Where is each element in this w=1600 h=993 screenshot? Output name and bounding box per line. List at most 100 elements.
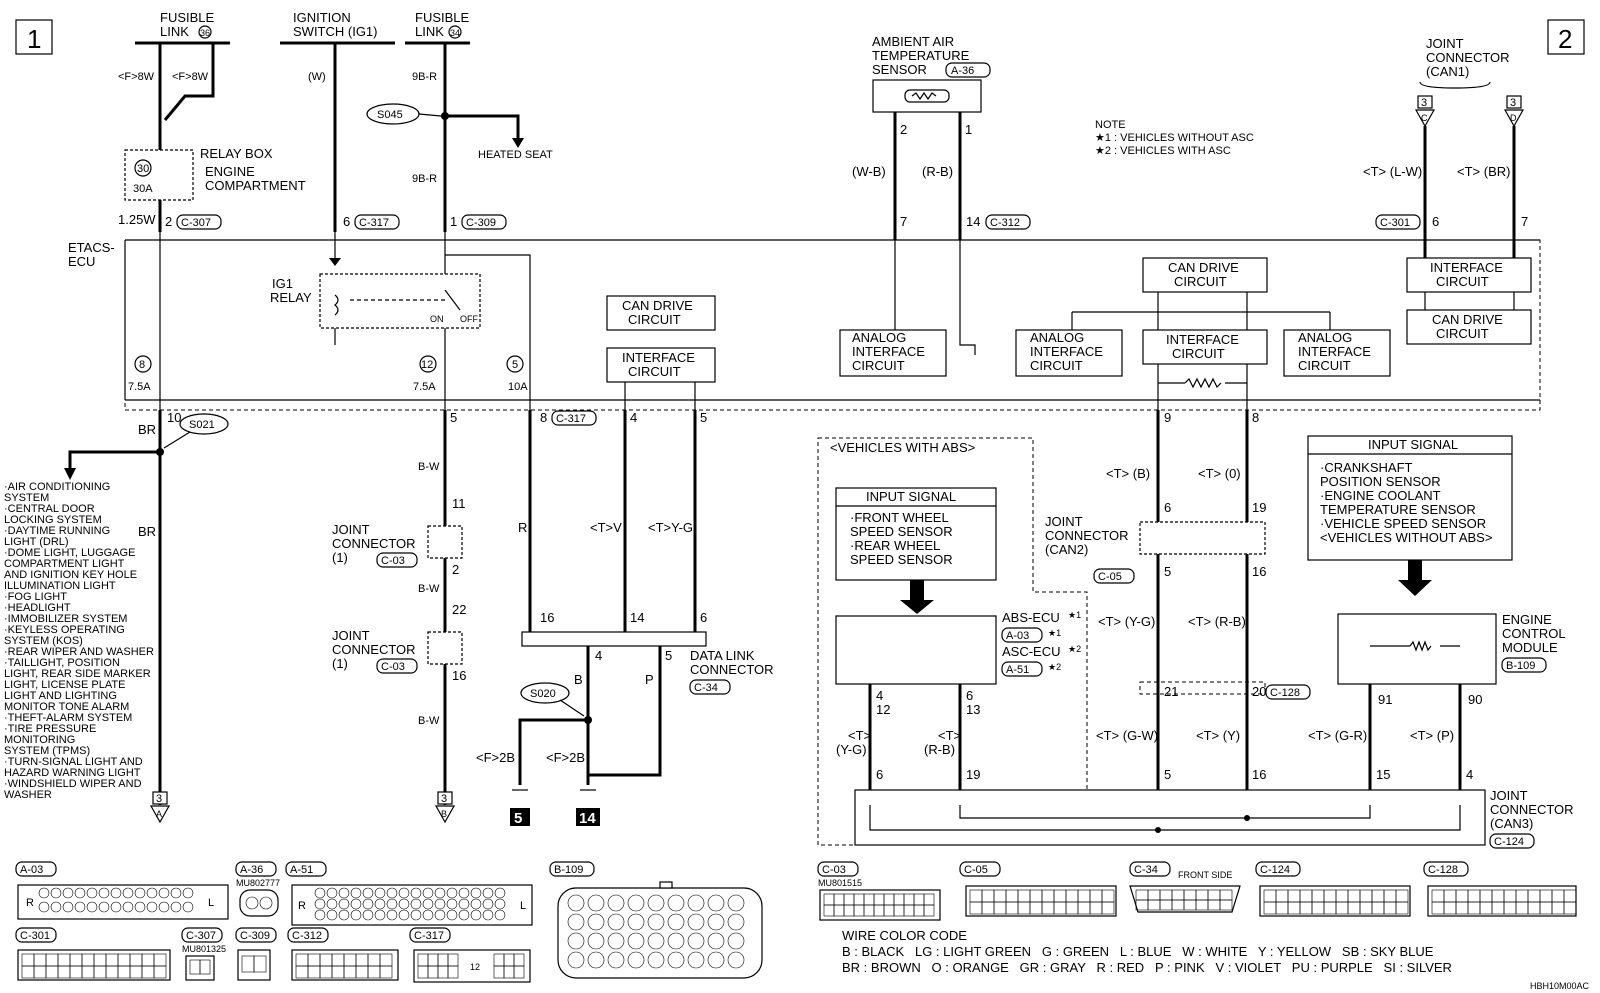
svg-text:<T> (G-R): <T> (G-R) [1308, 728, 1367, 743]
pin-cell [134, 887, 146, 899]
fusible-link-36: FUSIBLE LINK 36 [135, 10, 230, 45]
svg-text:14: 14 [966, 214, 980, 229]
svg-text:C-312: C-312 [990, 217, 1020, 229]
svg-text:HAZARD WARNING LIGHT: HAZARD WARNING LIGHT [4, 767, 141, 779]
svg-text:MU802777: MU802777 [236, 878, 280, 888]
pin-cell [422, 909, 434, 921]
svg-text:INTERFACE: INTERFACE [1430, 260, 1503, 275]
svg-text:BR: BR [138, 524, 156, 539]
svg-text:·TURN-SIGNAL LIGHT AND: ·TURN-SIGNAL LIGHT AND [4, 756, 143, 768]
svg-text:CIRCUIT: CIRCUIT [852, 358, 905, 373]
svg-text:CIRCUIT: CIRCUIT [1030, 358, 1083, 373]
svg-text:INTERFACE: INTERFACE [852, 344, 925, 359]
svg-text:ON: ON [430, 314, 444, 324]
svg-text:DATA LINK: DATA LINK [690, 648, 755, 663]
pin-cell [350, 909, 362, 921]
svg-text:R: R [26, 897, 34, 909]
abs-ecu: ABS-ECU ★1 A-03 ★1 ASC-ECU ★2 A-51 ★2 [835, 610, 1081, 685]
pin-cell [199, 959, 211, 975]
svg-text:MONITORING: MONITORING [4, 734, 75, 746]
svg-text:(W): (W) [308, 71, 326, 83]
svg-text:5: 5 [512, 359, 518, 371]
svg-text:C-317: C-317 [556, 413, 586, 425]
svg-text:<T> (P): <T> (P) [1410, 728, 1454, 743]
pin-cell [434, 898, 446, 910]
svg-text:CIRCUIT: CIRCUIT [628, 312, 681, 327]
svg-text:B-W: B-W [418, 461, 440, 473]
pin-cell [667, 894, 685, 912]
svg-text:ECU: ECU [68, 254, 95, 269]
abs-input-signal: INPUT SIGNAL ·FRONT WHEEL SPEED SENSOR ·… [835, 487, 997, 581]
svg-text:S021: S021 [189, 419, 215, 431]
svg-text:(CAN3): (CAN3) [1490, 816, 1533, 831]
svg-text:(R-B): (R-B) [924, 742, 955, 757]
svg-text:IG1: IG1 [272, 276, 293, 291]
abs-frame: <VEHICLES WITH ABS> [817, 437, 1088, 846]
pin-cell [146, 901, 158, 913]
svg-text:<T> (BR): <T> (BR) [1457, 164, 1510, 179]
svg-text:JOINT: JOINT [1045, 514, 1083, 529]
engine-control-module: ENGINE CONTROL MODULE B-109 [1337, 612, 1566, 685]
svg-text:14: 14 [579, 810, 596, 827]
pin-cell [727, 913, 745, 931]
svg-text:<VEHICLES WITHOUT ABS>: <VEHICLES WITHOUT ABS> [1320, 530, 1492, 545]
pin-cell [1563, 901, 1577, 915]
svg-text:CIRCUIT: CIRCUIT [1298, 358, 1351, 373]
svg-text:C-03: C-03 [381, 661, 405, 673]
pin-cell [470, 909, 482, 921]
svg-text:·IMMOBILIZER SYSTEM: ·IMMOBILIZER SYSTEM [4, 613, 127, 625]
pin-cell [38, 901, 50, 913]
svg-text:(CAN1): (CAN1) [1426, 64, 1469, 79]
svg-text:★1 : VEHICLES WITHOUT ASC: ★1 : VEHICLES WITHOUT ASC [1095, 132, 1254, 144]
svg-text:·FRONT WHEEL: ·FRONT WHEEL [850, 510, 949, 525]
svg-text:A: A [156, 809, 162, 819]
svg-text:★2: ★2 [1048, 662, 1061, 672]
center-analog-interface-left: ANALOG INTERFACE CIRCUIT [1015, 329, 1123, 377]
svg-text:COMPARTMENT LIGHT: COMPARTMENT LIGHT [4, 558, 125, 570]
svg-text:2: 2 [452, 562, 459, 577]
pin-cell [647, 951, 665, 969]
svg-text:·TIRE PRESSURE: ·TIRE PRESSURE [4, 723, 96, 735]
can1-can-drive-circuit: CAN DRIVE CIRCUIT [1406, 309, 1532, 345]
pin-cell [513, 965, 525, 979]
svg-text:C-309: C-309 [240, 930, 270, 942]
joint-connector-can2: JOINT CONNECTOR (CAN2) C-05 [1045, 514, 1266, 584]
pin-cell [410, 887, 422, 899]
pin-cell [386, 898, 398, 910]
svg-text:A-36: A-36 [951, 65, 974, 77]
pin-cell [86, 901, 98, 913]
svg-text:6: 6 [1164, 500, 1171, 515]
connector-a03: A-03 R L [15, 861, 229, 920]
relay-box: 30 30A RELAY BOX ENGINE COMPARTMENT [124, 146, 306, 201]
svg-text:ABS-ECU: ABS-ECU [1002, 610, 1060, 625]
svg-text:(W-B): (W-B) [852, 164, 886, 179]
svg-text:<F>2B: <F>2B [546, 750, 585, 765]
splice-s020: S020 [520, 682, 585, 717]
pin-cell [627, 932, 645, 950]
svg-text:C-312: C-312 [292, 930, 322, 942]
svg-text:SYSTEM: SYSTEM [4, 492, 49, 504]
svg-text:7.5A: 7.5A [128, 381, 151, 393]
svg-text:6: 6 [966, 688, 973, 703]
svg-text:1: 1 [27, 24, 41, 54]
svg-text:14: 14 [630, 610, 644, 625]
svg-text:9: 9 [1164, 410, 1171, 425]
svg-text:AND IGNITION KEY HOLE: AND IGNITION KEY HOLE [4, 569, 137, 581]
fuse-12: 12 7.5A [413, 355, 437, 393]
splice-s045: S045 [366, 103, 442, 125]
svg-text:4: 4 [1466, 767, 1473, 782]
pin-cell [110, 887, 122, 899]
svg-text:OFF: OFF [460, 314, 478, 324]
svg-text:INPUT SIGNAL: INPUT SIGNAL [866, 489, 956, 504]
pin-cell [494, 898, 506, 910]
svg-text:(Y-G): (Y-G) [836, 742, 867, 757]
svg-text:6: 6 [700, 610, 707, 625]
pin-cell [494, 887, 506, 899]
svg-text:3: 3 [156, 793, 162, 805]
svg-text:C-124: C-124 [1260, 864, 1290, 876]
ambient-air-temperature-sensor: AMBIENT AIR TEMPERATURE SENSOR A-36 [872, 34, 991, 113]
svg-text:INTERFACE: INTERFACE [1166, 332, 1239, 347]
svg-text:★2 : VEHICLES WITH ASC: ★2 : VEHICLES WITH ASC [1095, 145, 1231, 157]
pin-cell [398, 898, 410, 910]
svg-text:22: 22 [452, 602, 466, 617]
